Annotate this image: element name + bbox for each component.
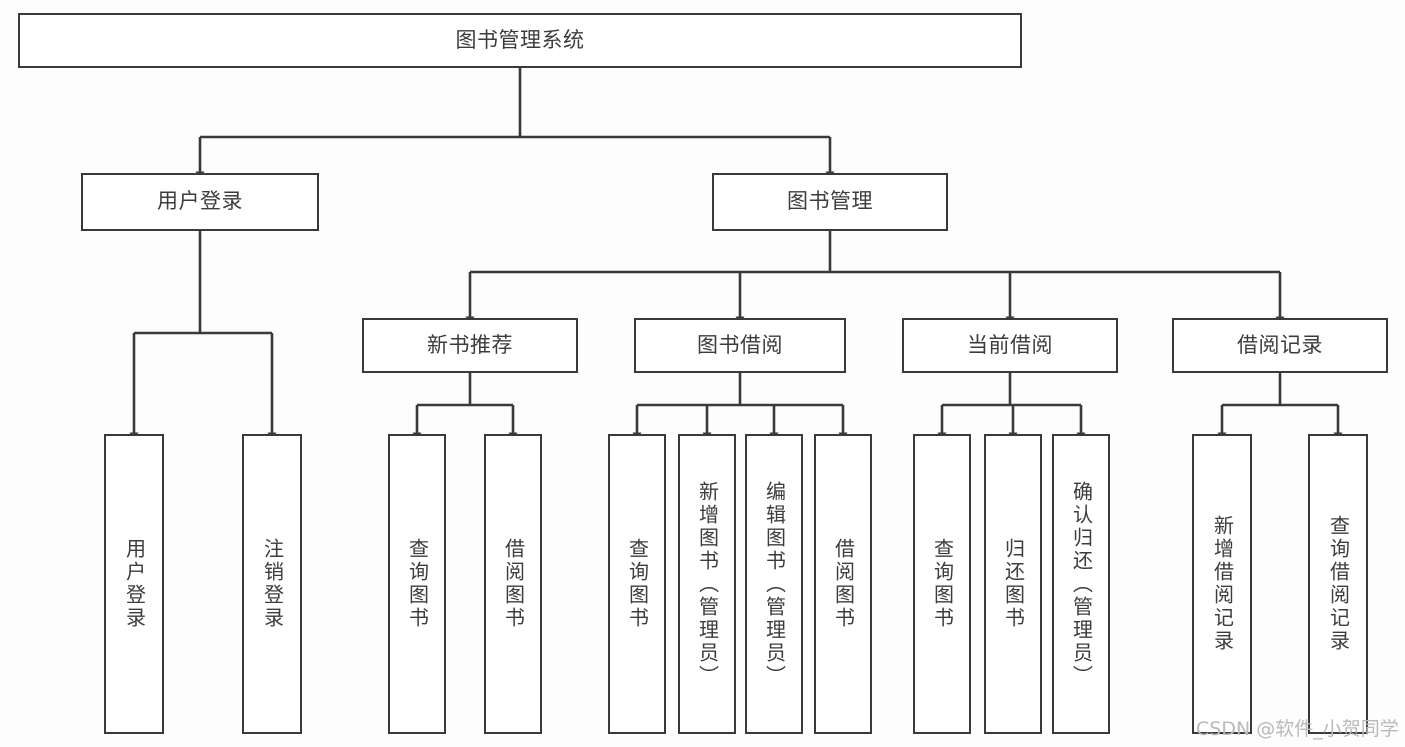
node-label: 当前借阅: [967, 332, 1053, 357]
node-label: 借阅图书: [501, 538, 526, 630]
node-book-borrow[interactable]: 图书借阅: [634, 318, 846, 373]
node-label: 新增图书（管理员）: [695, 480, 720, 688]
node-leaf-13[interactable]: 查询借阅记录: [1308, 434, 1368, 734]
node-new-book-rec[interactable]: 新书推荐: [362, 318, 578, 373]
node-label: 查询图书: [405, 538, 430, 630]
node-label: 查询图书: [625, 538, 650, 630]
node-borrow-record[interactable]: 借阅记录: [1172, 318, 1388, 373]
node-leaf-12[interactable]: 新增借阅记录: [1192, 434, 1252, 734]
node-label: 新书推荐: [427, 332, 513, 357]
node-label: 借阅图书: [831, 538, 856, 630]
node-leaf-10[interactable]: 归还图书: [984, 434, 1042, 734]
node-leaf-8[interactable]: 借阅图书: [814, 434, 872, 734]
node-label: 图书借阅: [697, 332, 783, 357]
node-leaf-7[interactable]: 编辑图书（管理员）: [745, 434, 803, 734]
node-current-borrow[interactable]: 当前借阅: [902, 318, 1118, 373]
node-label: 确认归还（管理员）: [1069, 480, 1094, 688]
node-leaf-9[interactable]: 查询图书: [913, 434, 971, 734]
node-leaf-11[interactable]: 确认归还（管理员）: [1052, 434, 1110, 734]
node-label: 新增借阅记录: [1210, 515, 1235, 653]
node-label: 查询借阅记录: [1326, 515, 1351, 653]
node-leaf-5[interactable]: 查询图书: [608, 434, 666, 734]
node-label: 图书管理: [787, 189, 873, 214]
node-book-manage[interactable]: 图书管理: [712, 173, 948, 231]
node-label: 归还图书: [1001, 538, 1026, 630]
node-label: 借阅记录: [1237, 332, 1323, 357]
node-leaf-6[interactable]: 新增图书（管理员）: [678, 434, 736, 734]
node-label: 用户登录: [122, 538, 147, 630]
node-leaf-4[interactable]: 借阅图书: [484, 434, 542, 734]
node-label: 图书管理系统: [455, 27, 585, 52]
node-leaf-2[interactable]: 注销登录: [242, 434, 302, 734]
node-label: 查询图书: [930, 538, 955, 630]
node-leaf-3[interactable]: 查询图书: [388, 434, 446, 734]
node-label: 用户登录: [157, 189, 243, 214]
node-leaf-1[interactable]: 用户登录: [104, 434, 164, 734]
node-user-login[interactable]: 用户登录: [81, 173, 319, 231]
node-label: 注销登录: [260, 538, 285, 630]
node-root[interactable]: 图书管理系统: [18, 13, 1022, 68]
node-label: 编辑图书（管理员）: [762, 480, 787, 688]
